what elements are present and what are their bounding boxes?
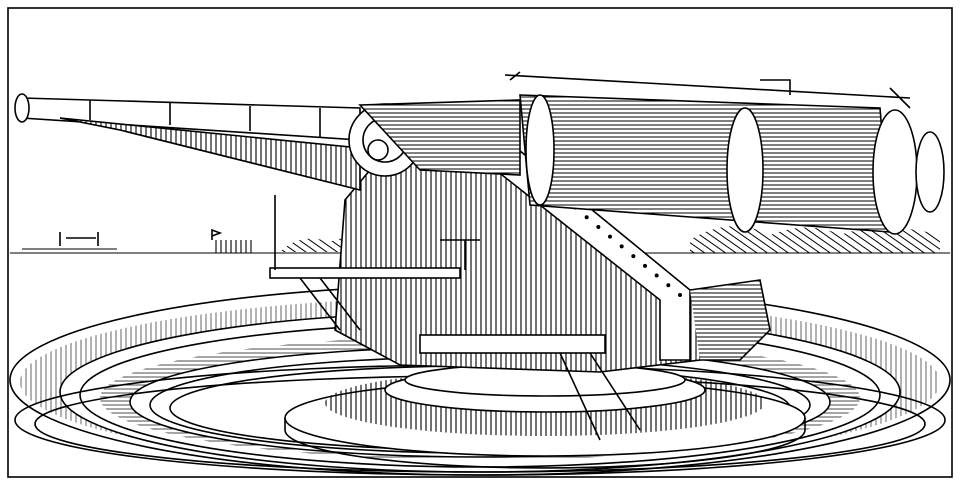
rivet	[678, 293, 682, 297]
muzzle	[14, 93, 30, 123]
lower-platform	[419, 334, 606, 354]
picture-frame	[7, 7, 953, 478]
sight-rod	[504, 71, 911, 109]
rivet	[654, 273, 659, 278]
breech-band	[525, 94, 555, 206]
rivet	[596, 224, 601, 229]
ladder-right	[559, 352, 641, 441]
breech-ring	[726, 107, 764, 233]
upper-platform	[269, 267, 461, 279]
rivet	[608, 234, 612, 239]
rivet	[584, 215, 589, 220]
gun-barrel	[14, 93, 422, 192]
rivet	[643, 263, 647, 268]
rivet	[666, 283, 671, 288]
gun-carriage	[269, 109, 771, 441]
rivet	[619, 244, 624, 249]
rivet	[631, 254, 636, 259]
ladder-left	[299, 277, 361, 331]
gun-breech	[358, 71, 945, 235]
breech-face	[872, 109, 918, 235]
